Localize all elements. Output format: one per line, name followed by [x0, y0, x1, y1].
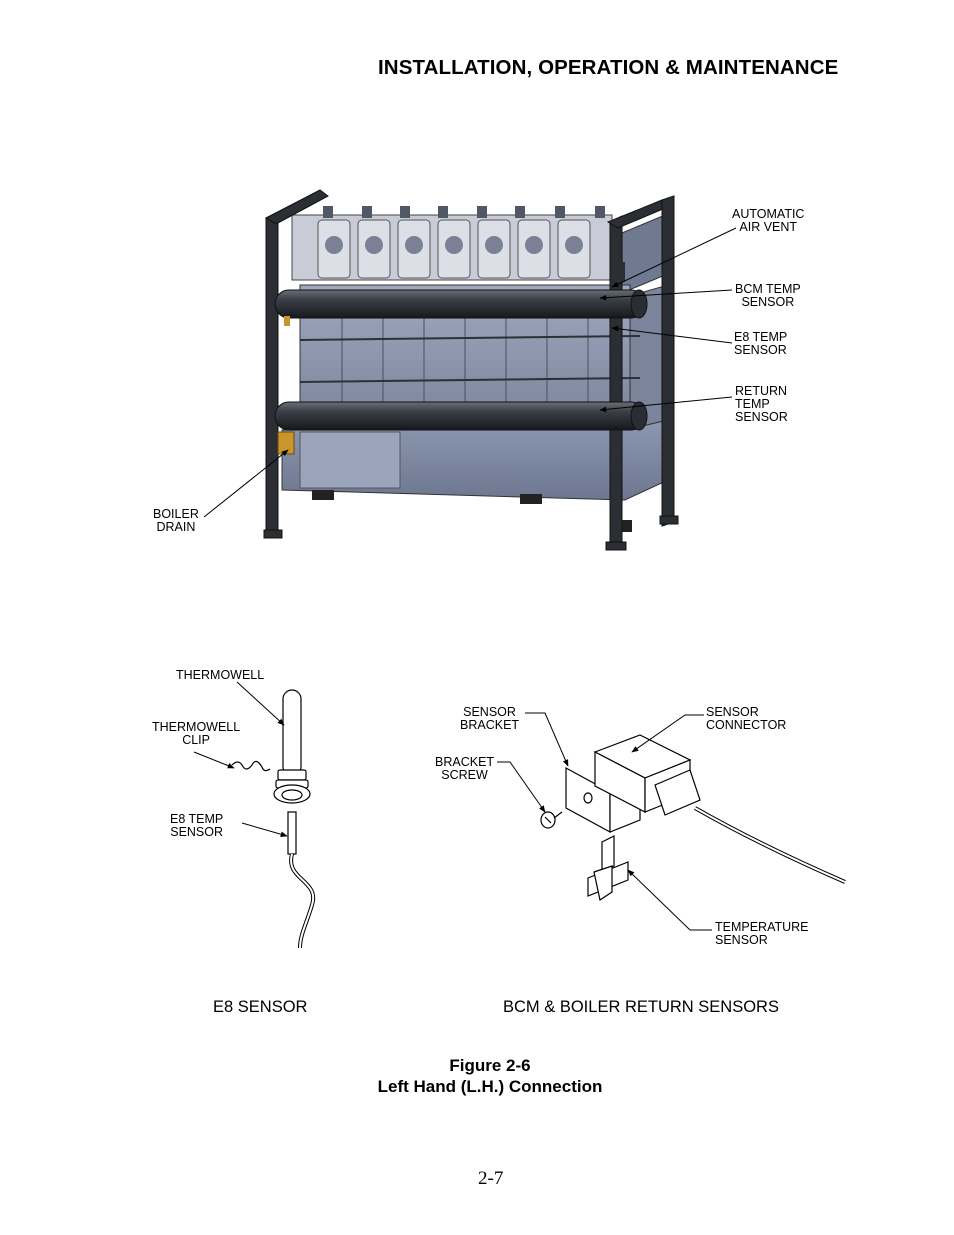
bcm-sensors-label: BCM & BOILER RETURN SENSORS: [503, 998, 779, 1016]
callout-e8-temp-sensor-detail: E8 TEMP SENSOR: [170, 812, 224, 839]
callout-e8-temp-sensor: E8 TEMP SENSOR: [734, 330, 788, 357]
figure-number: Figure 2-6: [449, 1056, 531, 1075]
bcm-sensor-drawing: [540, 734, 846, 901]
callout-automatic-air-vent: AUTOMATIC AIR VENT: [732, 207, 805, 234]
callout-sensor-bracket: SENSOR BRACKET: [460, 705, 520, 732]
figure-title: Left Hand (L.H.) Connection: [377, 1077, 603, 1096]
callout-bracket-screw: BRACKET SCREW: [435, 755, 495, 782]
callout-sensor-connector: SENSOR CONNECTOR: [706, 705, 787, 732]
callout-thermowell: THERMOWELL: [176, 668, 265, 682]
callout-thermowell-clip: THERMOWELL CLIP: [152, 720, 241, 747]
e8-sensor-label: E8 SENSOR: [213, 998, 308, 1016]
boiler-assembly: [263, 189, 679, 551]
callout-bcm-temp-sensor: BCM TEMP SENSOR: [735, 282, 801, 309]
callout-return-temp-sensor: RETURN TEMP SENSOR: [735, 384, 788, 424]
e8-sensor-drawing: [231, 689, 316, 949]
page-header: INSTALLATION, OPERATION & MAINTENANCE: [378, 56, 839, 79]
callout-boiler-drain: BOILER DRAIN: [153, 507, 199, 534]
callout-temperature-sensor: TEMPERATURE SENSOR: [715, 920, 809, 947]
page-number: 2-7: [478, 1168, 504, 1189]
